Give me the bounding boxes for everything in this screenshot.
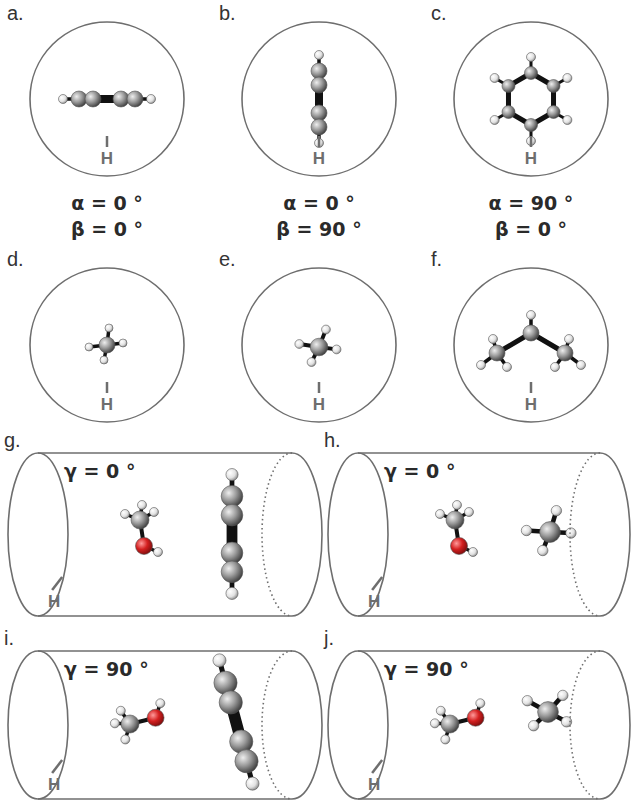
methane-molecule bbox=[295, 325, 341, 366]
panel-letter: d. bbox=[7, 249, 24, 269]
methanol-molecule bbox=[110, 699, 164, 744]
methanol-molecule bbox=[121, 501, 163, 557]
axis-marker: H bbox=[313, 150, 325, 167]
panel-letter: f. bbox=[431, 249, 442, 269]
axis-marker: H bbox=[101, 396, 113, 413]
panel-letter: c. bbox=[431, 3, 447, 23]
axis-marker: H bbox=[368, 776, 380, 793]
view-circle: e.H bbox=[241, 267, 397, 423]
axis-marker: H bbox=[313, 396, 325, 413]
angle-label: β = 0 ° bbox=[495, 220, 567, 239]
angle-label: β = 90 ° bbox=[276, 220, 361, 239]
view-cylinder: j.γ = 90 °H bbox=[328, 650, 630, 800]
panel-letter: h. bbox=[324, 430, 341, 450]
axis-marker: H bbox=[525, 150, 537, 167]
angle-label: α = 90 ° bbox=[489, 194, 574, 213]
angle-label: β = 0 ° bbox=[71, 220, 143, 239]
panel-letter: b. bbox=[219, 3, 236, 23]
methane-molecule bbox=[85, 324, 127, 364]
benzene-molecule bbox=[311, 51, 327, 148]
propane-molecule bbox=[477, 311, 586, 372]
angle-label: γ = 90 ° bbox=[64, 660, 149, 679]
panel-letter: a. bbox=[7, 3, 24, 23]
angle-label: α = 0 ° bbox=[71, 194, 143, 213]
view-cylinder: i.γ = 90 °H bbox=[8, 650, 322, 800]
methane-molecule bbox=[522, 690, 572, 731]
angle-label: γ = 0 ° bbox=[64, 462, 135, 481]
angle-label: γ = 0 ° bbox=[384, 462, 455, 481]
axis-marker: H bbox=[48, 776, 60, 793]
view-circle: b.H bbox=[241, 21, 397, 177]
view-cylinder: h.γ = 0 °H bbox=[328, 452, 630, 617]
benzene-molecule bbox=[221, 469, 243, 600]
methanol-molecule bbox=[430, 699, 484, 744]
panel-letter: i. bbox=[4, 628, 14, 648]
panel-letter: g. bbox=[4, 430, 21, 450]
axis-marker: H bbox=[101, 150, 113, 167]
view-circle: a.H bbox=[29, 21, 185, 177]
panel-letter: j. bbox=[324, 628, 334, 648]
axis-marker: H bbox=[525, 396, 537, 413]
benzene-molecule bbox=[213, 654, 259, 790]
view-cylinder: g.γ = 0 °H bbox=[8, 452, 322, 617]
axis-marker: H bbox=[48, 593, 60, 610]
benzene-molecule bbox=[59, 91, 156, 107]
methane-molecule bbox=[521, 505, 576, 555]
view-circle: d.H bbox=[29, 267, 185, 423]
methanol-molecule bbox=[436, 501, 478, 557]
angle-label: α = 0 ° bbox=[283, 194, 355, 213]
view-circle: f.H bbox=[453, 267, 609, 423]
view-circle: c.H bbox=[453, 21, 609, 177]
panel-letter: e. bbox=[219, 249, 236, 269]
angle-label: γ = 90 ° bbox=[384, 660, 469, 679]
benzene-molecule bbox=[490, 53, 572, 146]
axis-marker: H bbox=[368, 593, 380, 610]
